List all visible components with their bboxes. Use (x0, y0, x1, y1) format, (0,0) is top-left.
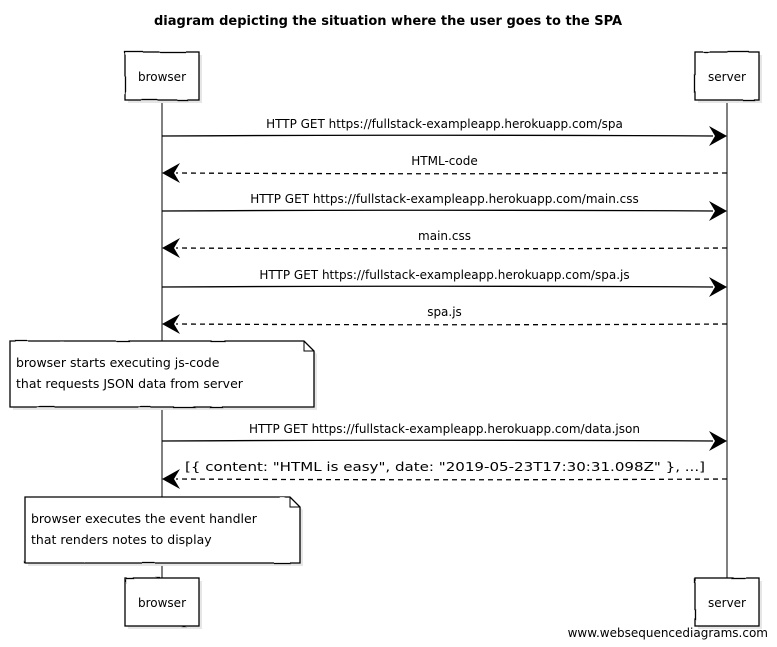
message-8: [{ content: "HTML is easy", date: "2019-… (162, 460, 728, 489)
arrowhead (709, 431, 727, 451)
message-line (161, 285, 714, 288)
message-3: HTTP GET https://fullstack-exampleapp.he… (161, 192, 727, 221)
arrowhead (162, 469, 180, 489)
participant-label: browser (138, 70, 186, 84)
arrowhead (709, 277, 727, 297)
arrowhead (162, 314, 180, 334)
arrowhead (709, 126, 727, 146)
message-label: HTTP GET https://fullstack-exampleapp.he… (259, 268, 629, 282)
participant-label: server (708, 70, 746, 84)
arrowhead (162, 238, 180, 258)
message-7: HTTP GET https://fullstack-exampleapp.he… (161, 422, 727, 451)
note-line: browser starts executing js-code (16, 355, 220, 370)
message-line (175, 247, 728, 250)
arrowhead (709, 201, 727, 221)
message-label: [{ content: "HTML is easy", date: "2019-… (185, 460, 705, 474)
message-label: HTTP GET https://fullstack-exampleapp.he… (249, 422, 640, 436)
message-4: main.css (162, 229, 728, 258)
message-label: spa.js (427, 305, 462, 319)
diagram-title: diagram depicting the situation where th… (154, 14, 622, 29)
message-6: spa.js (162, 305, 728, 334)
message-line (161, 439, 714, 442)
message-label: HTML-code (411, 154, 477, 168)
notes: browser starts executing js-code that req… (9, 340, 317, 566)
message-label: HTTP GET https://fullstack-exampleapp.he… (250, 192, 638, 206)
message-line (161, 134, 714, 137)
note-line: that requests JSON data from server (16, 376, 244, 391)
arrowhead (162, 163, 180, 183)
message-line (175, 172, 728, 175)
message-line (161, 209, 714, 212)
message-1: HTTP GET https://fullstack-exampleapp.he… (161, 117, 727, 146)
participant-boxes: browser browser server server (124, 51, 762, 629)
note-line: browser executes the event handler (31, 511, 258, 526)
participant-label: server (708, 596, 746, 610)
note-line: that renders notes to display (31, 532, 212, 547)
message-line (175, 478, 728, 481)
message-2: HTML-code (162, 154, 728, 183)
message-label: HTTP GET https://fullstack-exampleapp.he… (266, 117, 623, 131)
message-line (175, 323, 728, 326)
participant-server-bottom: server (694, 577, 762, 629)
message-5: HTTP GET https://fullstack-exampleapp.he… (161, 268, 727, 297)
participant-server-top: server (694, 51, 762, 103)
note-1: browser starts executing js-code that req… (9, 340, 317, 410)
participant-browser-bottom: browser (124, 577, 202, 629)
message-label: main.css (418, 229, 471, 243)
participant-label: browser (138, 596, 186, 610)
watermark: www.websequencediagrams.com (568, 626, 768, 640)
note-2: browser executes the event handler that r… (24, 496, 303, 566)
participant-browser-top: browser (124, 51, 202, 103)
messages: HTTP GET https://fullstack-exampleapp.he… (161, 117, 728, 489)
